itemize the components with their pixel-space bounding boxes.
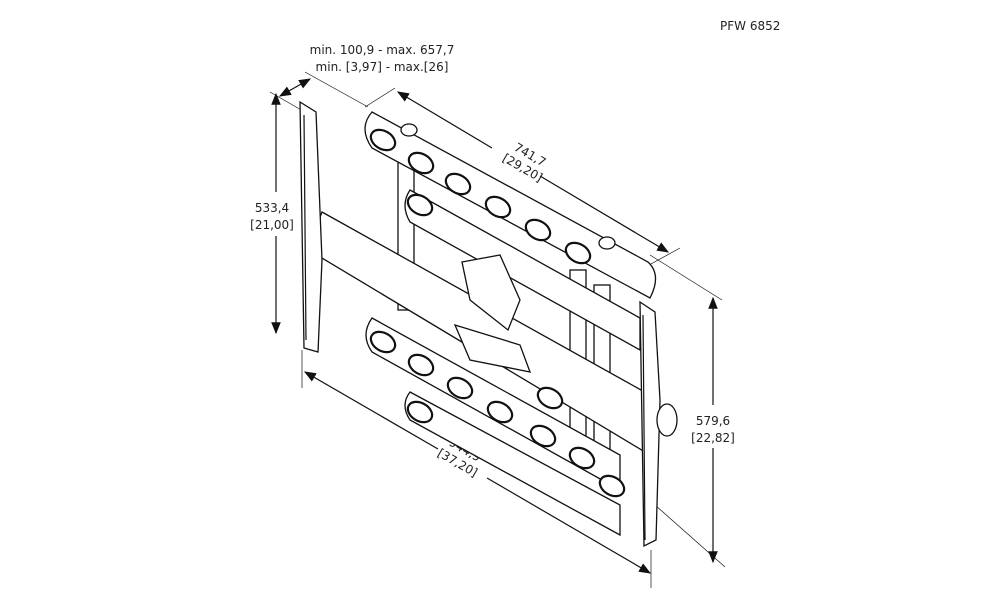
model-label: PFW 6852 [720,19,780,33]
overall-height-in-label: [22,82] [691,431,735,445]
depth-dimension: min. 100,9 - max. 657,7 min. [3,97] - ma… [269,43,455,116]
bracket-illustration [299,100,678,548]
rail-height-mm-label: 533,4 [255,201,289,215]
overall-height-dimension: 579,6 [22,82] [649,254,735,568]
depth-mm-label: min. 100,9 - max. 657,7 [310,43,455,57]
overall-height-mm-label: 579,6 [696,414,730,428]
rail-height-in-label: [21,00] [250,218,294,232]
depth-in-label: min. [3,97] - max.[26] [316,60,449,74]
rail-height-dimension: 533,4 [21,00] [250,92,294,335]
slot-holes [369,128,626,498]
